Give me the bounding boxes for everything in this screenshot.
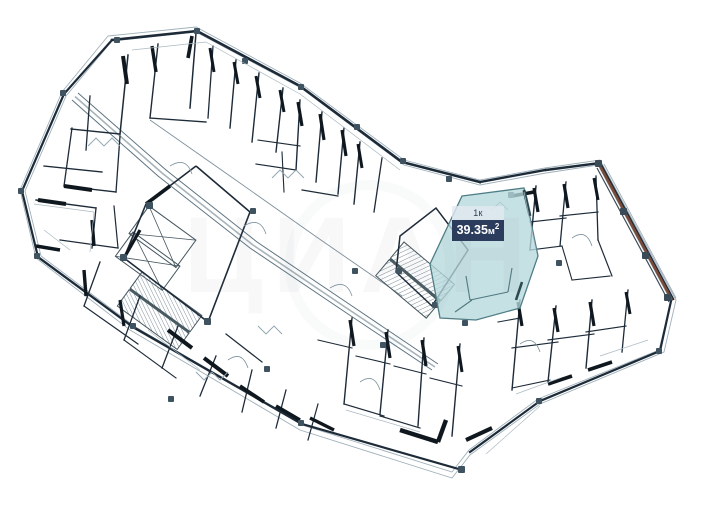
- stair-core-west: [114, 165, 251, 351]
- load-bearing-ticks-nc: [296, 101, 364, 169]
- load-bearing-ticks-sc: [348, 319, 493, 445]
- facade-accent-line: [596, 163, 677, 303]
- door-swings: [169, 162, 593, 391]
- load-bearing-ticks-sw: [82, 269, 335, 432]
- corridor-spine: [71, 92, 439, 371]
- facade-accent-nodes: [595, 160, 671, 301]
- fine-detail-lines: [33, 41, 649, 455]
- highlighted-apartment[interactable]: [429, 187, 539, 321]
- load-bearing-ticks-nw: [35, 35, 286, 252]
- s-center-apartments: [317, 317, 463, 437]
- ne-apartments: [529, 175, 613, 281]
- plan-geometry: [18, 26, 677, 479]
- nw-apartments: [35, 32, 284, 249]
- structural-walls-dark: [20, 29, 675, 472]
- column-nodes: [18, 28, 662, 473]
